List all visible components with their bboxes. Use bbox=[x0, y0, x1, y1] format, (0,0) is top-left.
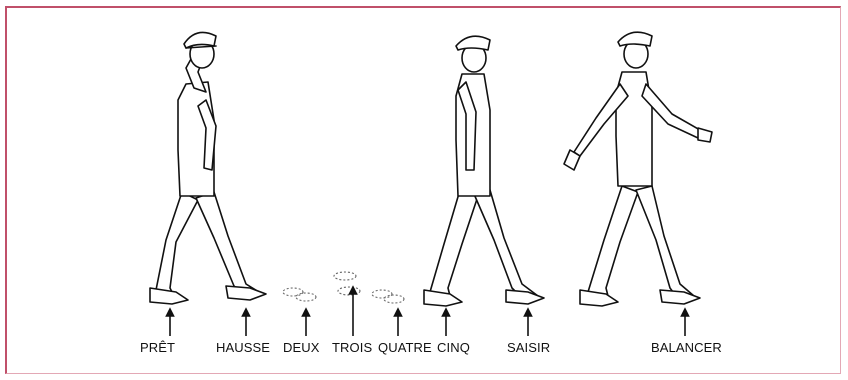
label-hausse: HAUSSE bbox=[216, 340, 271, 355]
saluting-walker-figure bbox=[149, 31, 267, 305]
figure-frame bbox=[5, 6, 841, 374]
label-quatre: QUATRE bbox=[378, 340, 432, 355]
marching-walker-figure bbox=[563, 31, 713, 307]
step-arrows bbox=[165, 285, 690, 336]
label-saisir: SAISIR bbox=[507, 340, 551, 355]
label-deux: DEUX bbox=[283, 340, 320, 355]
label-cinq: CINQ bbox=[437, 340, 470, 355]
footprints bbox=[282, 271, 405, 304]
label-balancer: BALANCER bbox=[651, 340, 722, 355]
label-trois: TROIS bbox=[332, 340, 373, 355]
label-pret: PRÊT bbox=[140, 340, 176, 355]
standing-walker-figure bbox=[423, 35, 545, 307]
